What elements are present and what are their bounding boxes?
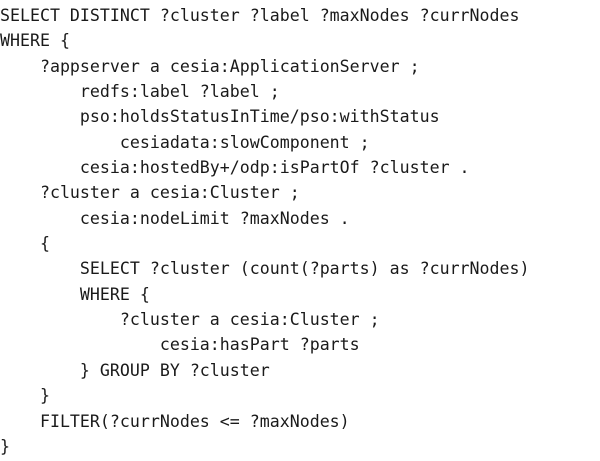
code-line: cesia:hostedBy+/odp:isPartOf ?cluster . — [0, 158, 470, 178]
code-line: { — [0, 234, 50, 254]
code-line: ?cluster a cesia:Cluster ; — [0, 310, 380, 330]
code-line: } — [0, 386, 50, 406]
code-line: SELECT DISTINCT ?cluster ?label ?maxNode… — [0, 6, 520, 25]
code-line: SELECT ?cluster (count(?parts) as ?currN… — [0, 259, 530, 279]
code-line: pso:holdsStatusInTime/pso:withStatus — [0, 107, 440, 127]
code-line: cesia:hasPart ?parts — [0, 335, 360, 355]
code-line: WHERE { — [0, 31, 70, 51]
sparql-query-code: SELECT DISTINCT ?cluster ?label ?maxNode… — [0, 3, 530, 459]
code-line: redfs:label ?label ; — [0, 82, 280, 102]
code-line: ?appserver a cesia:ApplicationServer ; — [0, 56, 420, 76]
code-line: } — [0, 436, 10, 456]
code-line: ?cluster a cesia:Cluster ; — [0, 183, 300, 203]
code-line: } GROUP BY ?cluster — [0, 360, 270, 380]
code-line: cesiadata:slowComponent ; — [0, 132, 370, 152]
code-line: FILTER(?currNodes <= ?maxNodes) — [0, 411, 350, 431]
code-line: cesia:nodeLimit ?maxNodes . — [0, 208, 350, 228]
code-line: WHERE { — [0, 284, 150, 304]
